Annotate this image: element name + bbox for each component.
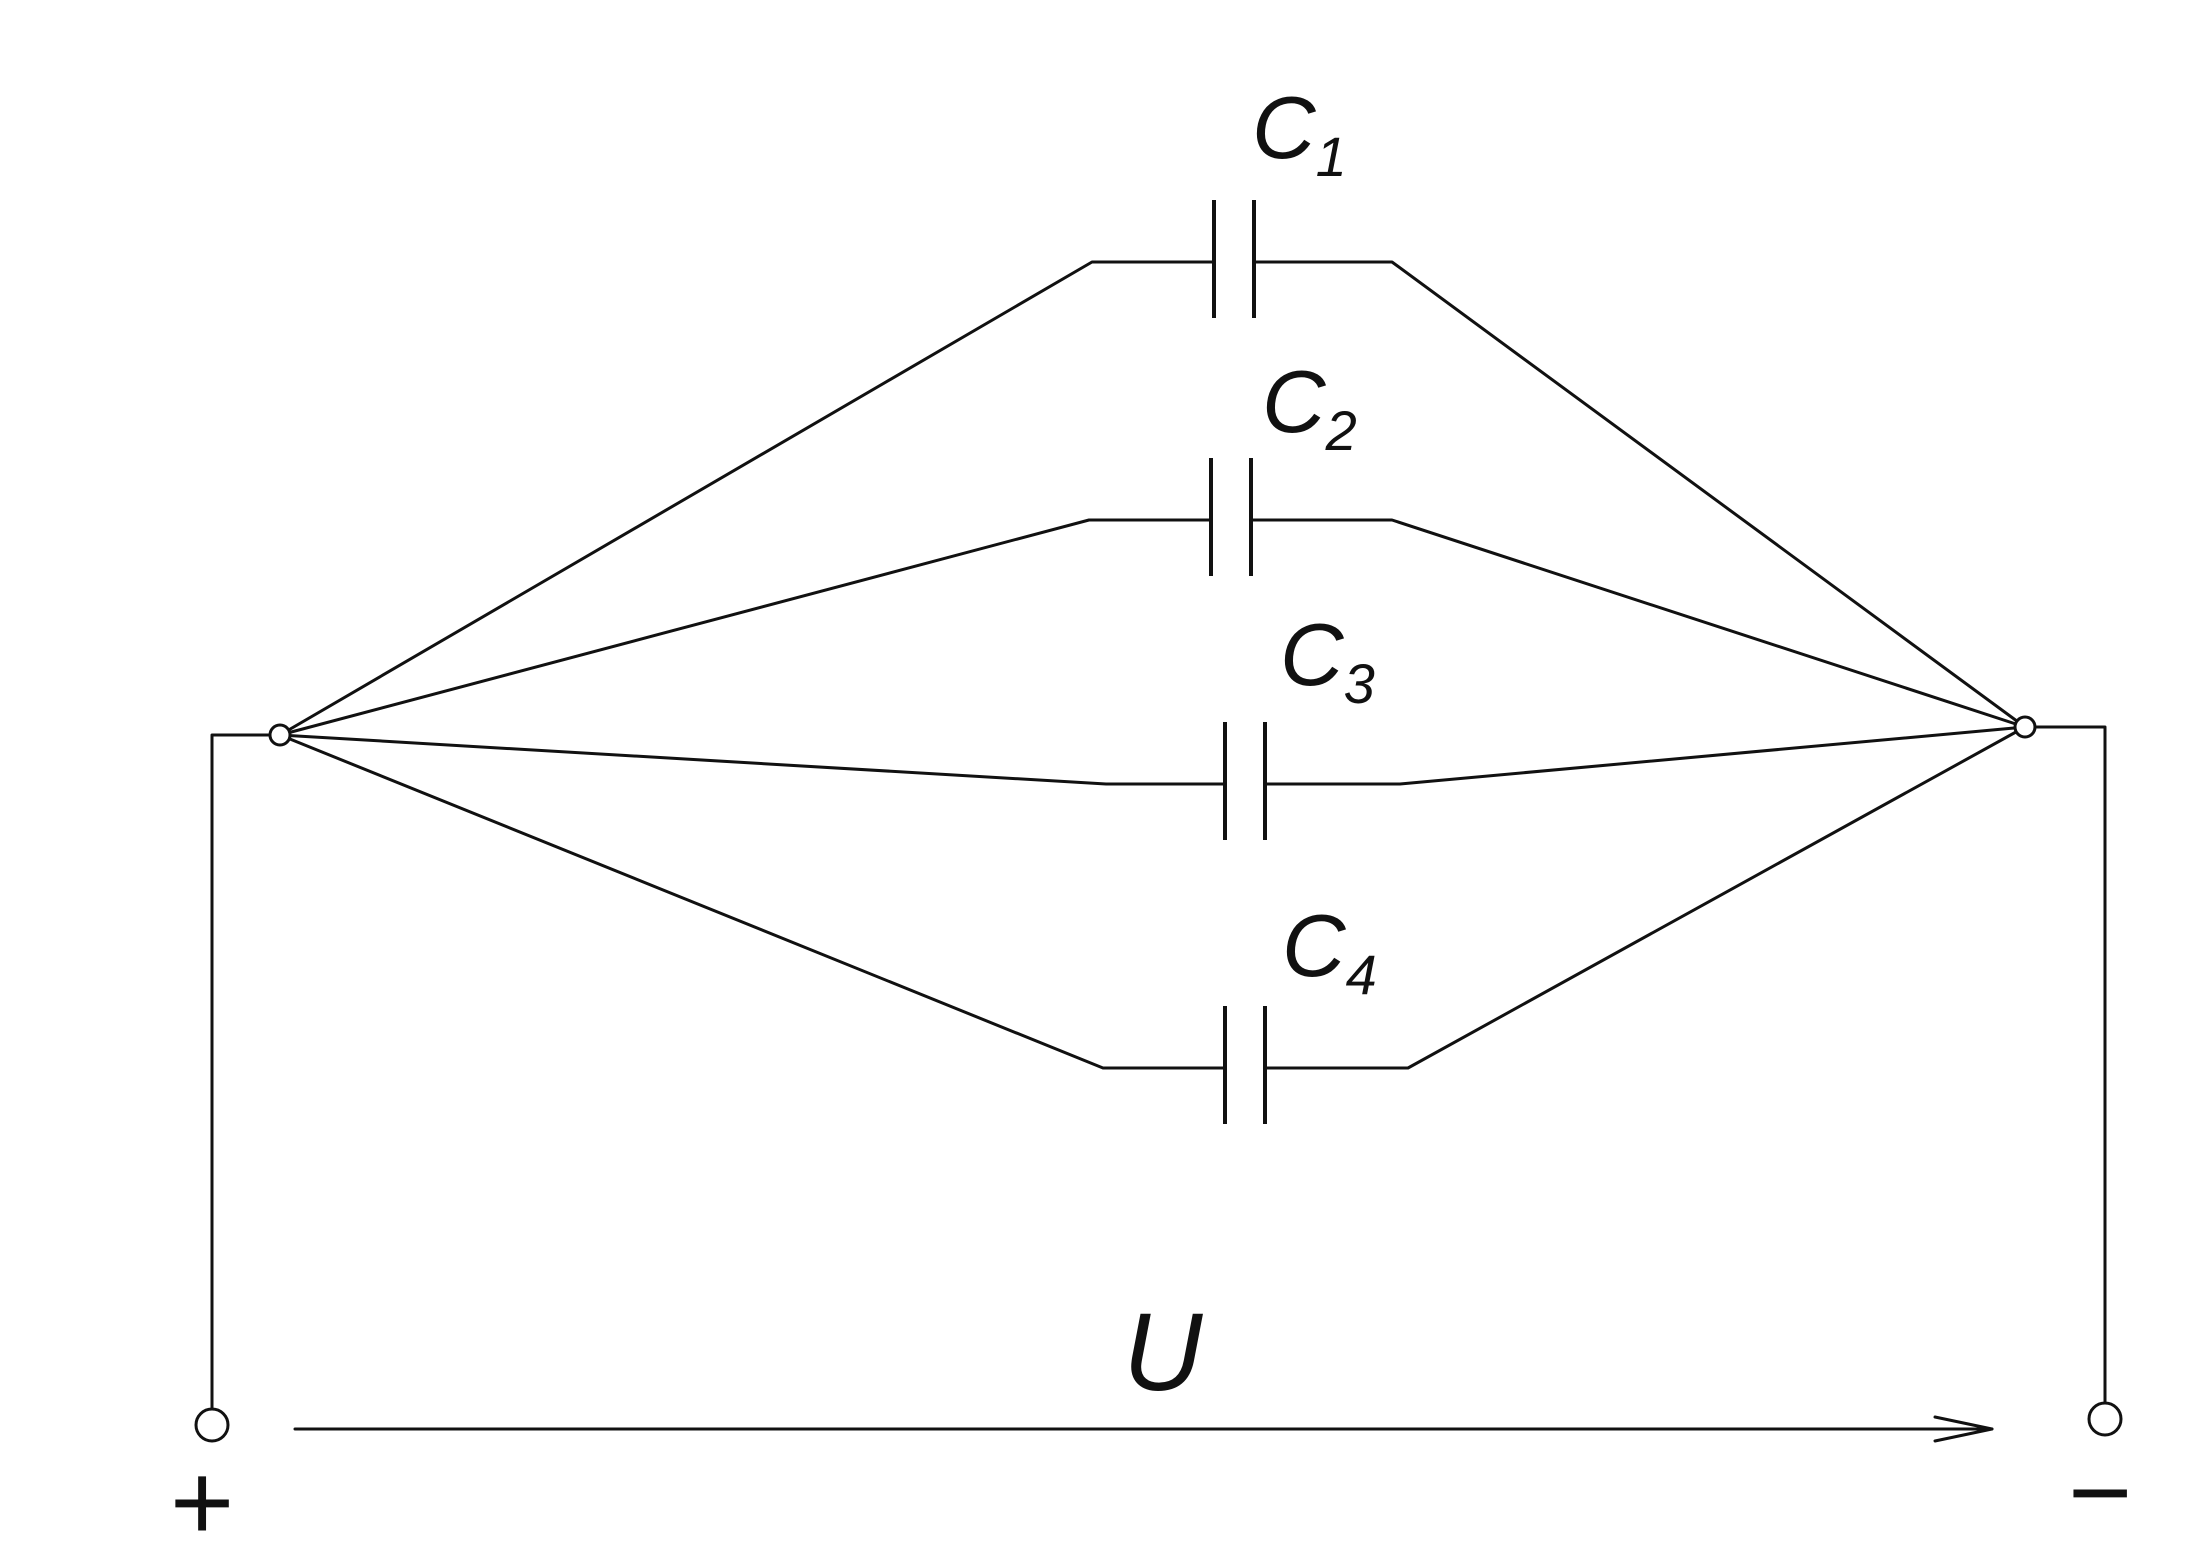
c1-left-wire xyxy=(278,260,1216,737)
c1-index: 1 xyxy=(1316,125,1347,188)
voltage-label: U xyxy=(1123,1291,1203,1414)
c4-index: 4 xyxy=(1346,943,1377,1006)
negative-terminal xyxy=(2087,1401,2123,1437)
c2-left-wire xyxy=(278,518,1213,737)
right-junction-node xyxy=(2013,715,2037,739)
left-rail-wire xyxy=(210,733,282,1410)
c3-label: C3 xyxy=(1280,605,1375,715)
c3-left-wire xyxy=(278,733,1227,786)
c2-right-wire xyxy=(1249,518,2027,729)
c4-symbol: C xyxy=(1282,896,1347,995)
right-rail-wire xyxy=(2023,725,2107,1404)
c2-symbol: C xyxy=(1262,352,1327,451)
c4-right-wire xyxy=(1263,725,2027,1070)
left-junction-node xyxy=(268,723,292,747)
branch-c3: C3 xyxy=(278,605,2027,840)
voltage-arrow-head xyxy=(1933,1415,1994,1443)
branch-c4: C4 xyxy=(278,725,2027,1124)
c3-symbol: C xyxy=(1280,605,1345,704)
c4-left-wire xyxy=(278,733,1227,1070)
c3-right-wire xyxy=(1263,725,2027,786)
c1-right-wire xyxy=(1252,260,2027,729)
positive-terminal xyxy=(194,1407,230,1443)
branch-c2: C2 xyxy=(278,352,2027,737)
c2-label: C2 xyxy=(1262,352,1357,462)
negative-sign: − xyxy=(2068,1431,2132,1554)
c1-symbol: C xyxy=(1252,78,1317,177)
positive-sign: + xyxy=(170,1441,234,1564)
c3-index: 3 xyxy=(1344,652,1375,715)
c1-label: C1 xyxy=(1252,78,1347,188)
c2-index: 2 xyxy=(1325,399,1357,462)
branch-c1: C1 xyxy=(278,78,2027,737)
c4-label: C4 xyxy=(1282,896,1377,1006)
